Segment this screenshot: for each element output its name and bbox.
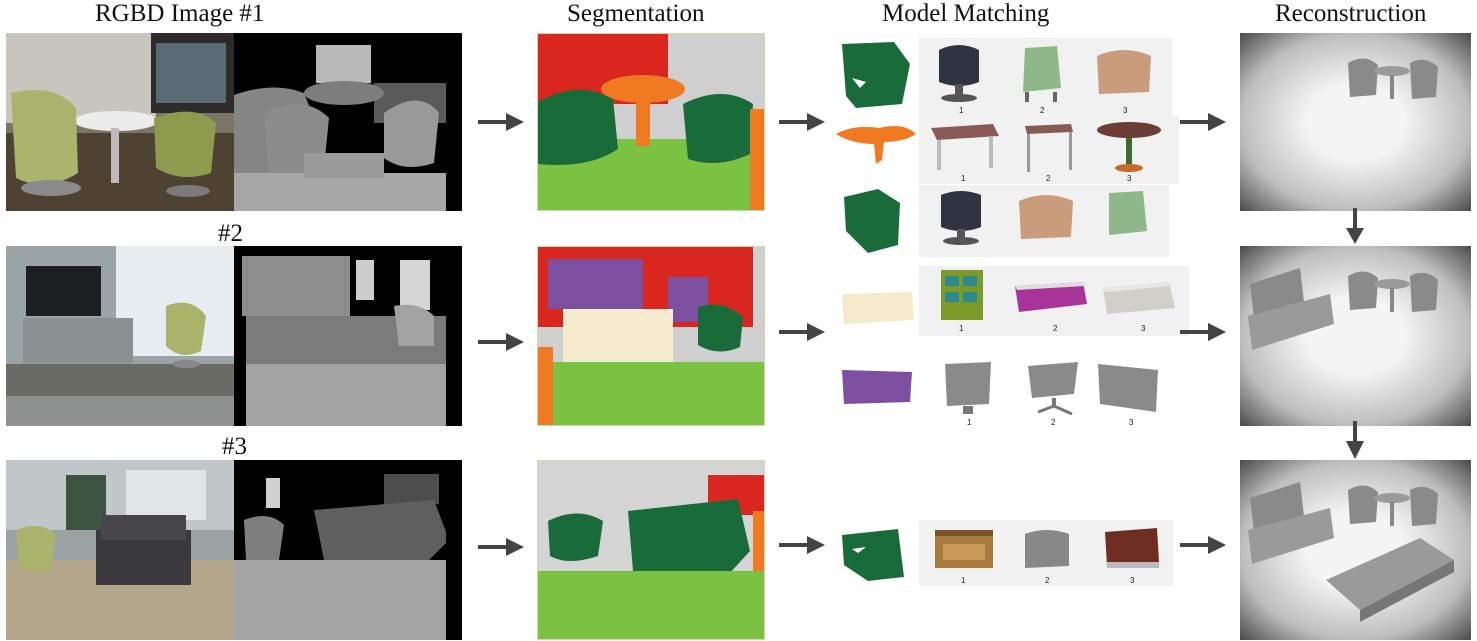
segmentation-2 xyxy=(537,246,765,426)
rank-label: 3 xyxy=(1129,418,1134,427)
segmentation-1 xyxy=(537,33,765,211)
model-candidate-frame-sofa xyxy=(935,530,993,568)
rgb-photo-1 xyxy=(6,33,234,211)
reconstruction-1 xyxy=(1240,33,1471,211)
model-candidate-glass-table xyxy=(931,124,999,170)
model-candidate-purple-dresser xyxy=(1015,282,1087,312)
arrow-rgbd-to-seg-3 xyxy=(478,538,524,556)
rank-label: 2 xyxy=(1051,418,1056,427)
model-candidate-swivel-chair xyxy=(941,191,981,245)
rank-label: 3 xyxy=(1141,324,1146,333)
arrow-seg-to-match-1 xyxy=(779,113,825,131)
candidates-tv: 1 2 3 xyxy=(919,350,1189,430)
arrow-recon-1-to-2 xyxy=(1346,208,1364,244)
candidates-sofa: 1 2 3 xyxy=(919,520,1173,586)
model-candidate-round-table xyxy=(1097,122,1161,172)
row-label-2: #2 xyxy=(218,220,243,247)
header-model-matching: Model Matching xyxy=(882,0,1050,27)
candidates-chair-2 xyxy=(919,185,1169,257)
rank-label: 3 xyxy=(1123,106,1128,115)
model-candidate-tan-armchair xyxy=(1097,50,1151,94)
segment-tv xyxy=(842,370,912,404)
row-label-3: #3 xyxy=(222,433,247,460)
model-candidate-gray-cabinet xyxy=(1103,282,1175,314)
header-reconstruction: Reconstruction xyxy=(1275,0,1427,27)
rank-label: 1 xyxy=(959,324,964,333)
depth-map-3 xyxy=(234,460,462,640)
rank-label: 1 xyxy=(959,106,964,115)
rank-label: 3 xyxy=(1130,576,1135,585)
arrow-rgbd-to-seg-2 xyxy=(478,333,524,351)
arrow-seg-to-match-3 xyxy=(779,536,825,554)
segment-cabinet xyxy=(842,292,914,324)
rank-label: 2 xyxy=(1040,106,1045,115)
rank-label: 1 xyxy=(961,174,966,183)
arrow-rgbd-to-seg-1 xyxy=(478,113,524,131)
arrow-seg-to-match-2 xyxy=(779,323,825,341)
model-candidate-square-table xyxy=(1025,124,1073,172)
model-candidate-tv-2 xyxy=(1028,362,1078,416)
segmentation-3 xyxy=(537,460,765,640)
segment-chair-1 xyxy=(842,42,910,108)
model-candidate-brown-loveseat xyxy=(1105,528,1159,568)
rank-label: 2 xyxy=(1046,174,1051,183)
arrow-recon-2-to-3 xyxy=(1346,421,1364,459)
model-candidate-green-armchair xyxy=(1023,46,1061,102)
rank-label: 1 xyxy=(967,418,972,427)
model-candidate-bookshelf xyxy=(941,270,983,320)
candidates-chair-1: 1 2 3 xyxy=(919,38,1172,118)
candidates-cabinet: 1 2 3 xyxy=(919,266,1189,336)
model-candidate-tv-3 xyxy=(1098,364,1158,412)
arrow-match-to-recon-3 xyxy=(1180,536,1226,554)
model-candidate-swivel-chair xyxy=(939,45,979,102)
depth-map-1 xyxy=(234,33,462,211)
model-candidate-green-armchair xyxy=(1109,191,1147,235)
segment-table xyxy=(836,126,916,164)
segment-chair-2 xyxy=(844,189,900,253)
header-segmentation: Segmentation xyxy=(567,0,705,27)
model-candidate-tan-armchair xyxy=(1019,195,1073,239)
rank-label: 3 xyxy=(1127,174,1132,183)
candidates-table: 1 2 3 xyxy=(919,116,1179,184)
reconstruction-3 xyxy=(1240,460,1471,640)
arrow-match-to-recon-2 xyxy=(1180,323,1226,341)
model-candidate-tv-1 xyxy=(945,362,991,414)
rgb-photo-3 xyxy=(6,460,234,640)
header-rgbd-image: RGBD Image #1 xyxy=(95,0,265,27)
segment-sofa xyxy=(842,529,904,581)
rank-label: 2 xyxy=(1053,324,1058,333)
rank-label: 1 xyxy=(961,576,966,585)
rank-label: 2 xyxy=(1045,576,1050,585)
reconstruction-2 xyxy=(1240,246,1471,426)
arrow-match-to-recon-1 xyxy=(1180,113,1226,131)
depth-map-2 xyxy=(234,246,462,426)
model-candidate-gray-armchair xyxy=(1025,530,1069,568)
rgb-photo-2 xyxy=(6,246,234,426)
